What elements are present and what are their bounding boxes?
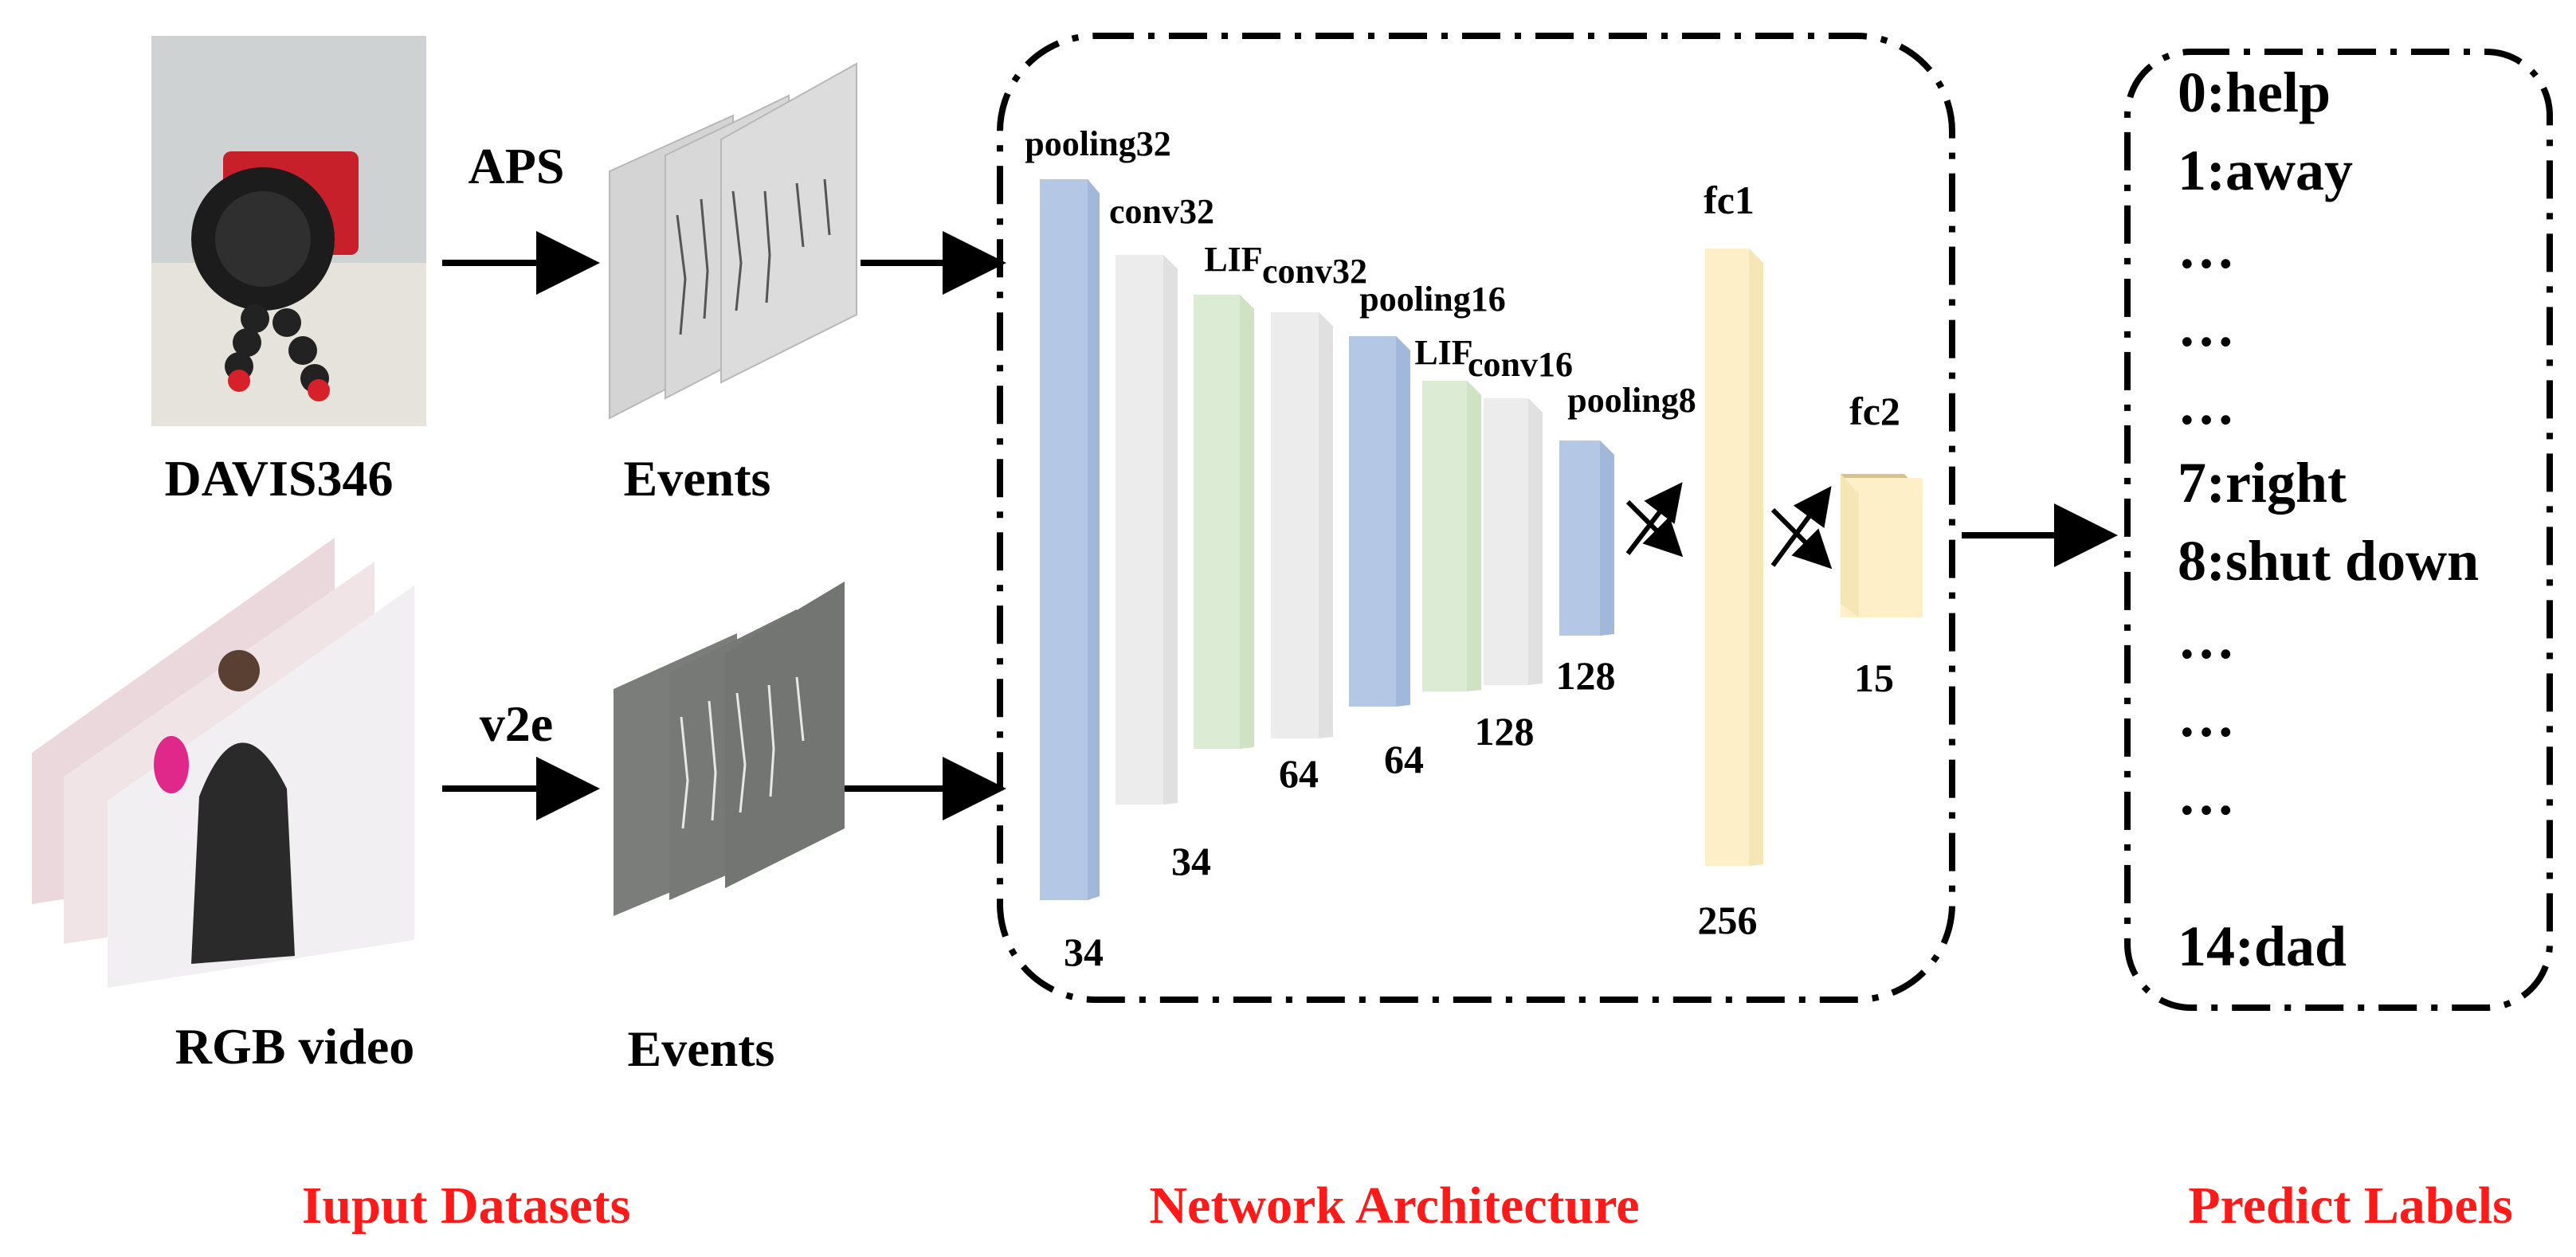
- label-item: …: [2178, 373, 2235, 437]
- label-item: 14:dad: [2178, 914, 2347, 978]
- events-frames-v2e: [614, 582, 845, 916]
- label-item: …: [2178, 217, 2235, 280]
- rgb-video-frames: [32, 538, 414, 988]
- labels-frame: [2124, 49, 2553, 1011]
- video-label: RGB video: [175, 1018, 414, 1075]
- layer-conv16: [1484, 398, 1543, 685]
- layer-name-pooling32: pooling32: [1025, 124, 1170, 163]
- layer-name-pooling8: pooling8: [1567, 381, 1696, 420]
- events-bottom-label: Events: [628, 1020, 775, 1077]
- full-connection-icon-b: [1770, 486, 1833, 570]
- layer-size-fc1: 256: [1698, 898, 1758, 942]
- layer-size-pooling8: 128: [1556, 653, 1616, 698]
- layer-lif-a: [1194, 295, 1254, 749]
- network-frame: [997, 33, 1955, 1003]
- layer-size-conv16: 128: [1475, 709, 1535, 754]
- layer-conv32-b: [1271, 312, 1333, 738]
- layer-pooling32: [1040, 179, 1100, 900]
- layer-size-conv32-b: 64: [1279, 751, 1319, 796]
- label-item: …: [2178, 763, 2235, 827]
- layer-name-conv16: conv16: [1468, 345, 1573, 384]
- label-item: 7:right: [2178, 451, 2347, 515]
- label-item: 8:shut down: [2178, 529, 2479, 593]
- layer-fc2: [1841, 474, 1923, 617]
- layer-name-lif-b: LIF: [1414, 333, 1472, 372]
- v2e-label: v2e: [480, 695, 553, 752]
- layer-lif-b: [1422, 381, 1481, 691]
- section-title-predict: Predict Labels: [2188, 1177, 2513, 1235]
- label-item: 0:help: [2178, 61, 2331, 124]
- layer-fc1: [1705, 249, 1763, 866]
- layer-pooling16: [1349, 336, 1410, 707]
- layer-size-pooling32: 34: [1064, 930, 1104, 974]
- events-top-label: Events: [624, 450, 771, 507]
- layer-size-conv32-a: 34: [1171, 839, 1211, 883]
- camera-label: DAVIS346: [165, 450, 394, 507]
- events-frames-aps: [609, 62, 857, 420]
- label-item: 1:away: [2178, 139, 2353, 202]
- layer-name-fc2: fc2: [1849, 389, 1900, 433]
- aps-label: APS: [469, 138, 565, 194]
- layer-name-pooling16: pooling16: [1359, 280, 1505, 319]
- label-item: …: [2178, 685, 2235, 749]
- layer-conv32-a: [1115, 255, 1178, 805]
- camera-photo: [151, 36, 426, 426]
- label-item: …: [2178, 607, 2235, 671]
- layer-size-fc2: 15: [1854, 656, 1894, 700]
- layer-size-pooling16: 64: [1384, 737, 1424, 781]
- layer-pooling8: [1559, 441, 1614, 636]
- layer-name-conv32-b: conv32: [1262, 252, 1367, 291]
- section-title-input: Iuput Datasets: [302, 1177, 631, 1235]
- section-title-network: Network Architecture: [1149, 1177, 1639, 1235]
- predict-label-list: 0:help 1:away … … … 7:right 8:shut down …: [2178, 61, 2479, 978]
- layer-name-conv32-a: conv32: [1109, 192, 1214, 231]
- layer-name-fc1: fc1: [1704, 178, 1755, 222]
- label-item: …: [2178, 295, 2235, 358]
- full-connection-icon-a: [1625, 482, 1684, 558]
- layer-name-lif-a: LIF: [1204, 240, 1262, 279]
